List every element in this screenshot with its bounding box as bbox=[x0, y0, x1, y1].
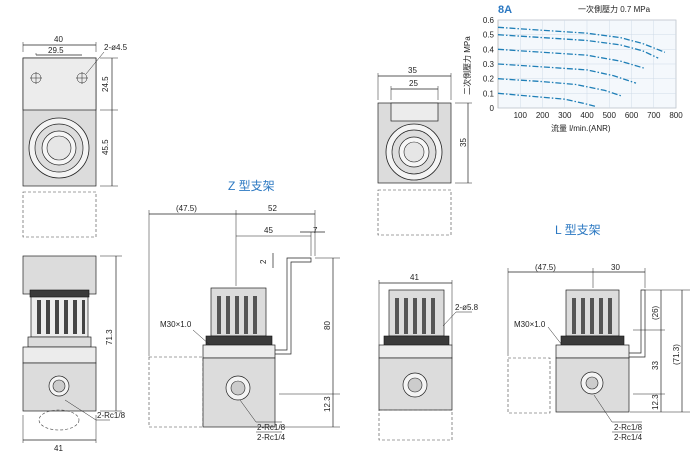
dim-33: 33 bbox=[651, 361, 660, 370]
dim-80: 80 bbox=[323, 321, 332, 330]
dim-45-5: 45.5 bbox=[101, 139, 110, 155]
chart-grid bbox=[497, 19, 677, 109]
chart-series-line bbox=[497, 48, 646, 70]
dim-40: 40 bbox=[54, 35, 63, 44]
dim-52: 52 bbox=[268, 204, 277, 213]
chart-series bbox=[497, 26, 666, 108]
label-m30: M30×1.0 bbox=[160, 320, 192, 329]
chart-x-tick-label: 100 bbox=[514, 111, 528, 120]
dim-29-5: 29.5 bbox=[48, 46, 64, 55]
dim-7: 7 bbox=[313, 226, 318, 235]
chart-x-tick-label: 200 bbox=[536, 111, 550, 120]
chart-y-tick-label: 0.5 bbox=[483, 31, 495, 40]
chart-y-tick-label: 0.4 bbox=[483, 45, 495, 54]
chart-x-tick-label: 400 bbox=[580, 111, 594, 120]
chart-x-tick-label: 500 bbox=[603, 111, 617, 120]
label-rc1-8: 2-Rc1/8 bbox=[257, 423, 286, 432]
chart-x-tick-label: 300 bbox=[558, 111, 572, 120]
chart-y-tick-label: 0.6 bbox=[483, 16, 495, 25]
dim-hole: 2-ø4.5 bbox=[104, 43, 128, 52]
dim-26: (26) bbox=[651, 305, 660, 320]
chart-y-tick-label: 0 bbox=[490, 104, 495, 113]
dim-35-height: 35 bbox=[459, 138, 468, 147]
dim-12-3: 12.3 bbox=[323, 396, 332, 412]
chart-xlabel: 流量 l/min.(ANR) bbox=[551, 123, 611, 133]
l-bracket-title: L 型支架 bbox=[555, 223, 601, 237]
dim-71-3: (71.3) bbox=[672, 344, 681, 365]
label-rc1-4: 2-Rc1/4 bbox=[257, 433, 286, 442]
dim-12-3: 12.3 bbox=[651, 394, 660, 410]
chart-x-tick-label: 700 bbox=[647, 111, 661, 120]
label-rc1-8: 2-Rc1/8 bbox=[97, 411, 126, 420]
dim-71-3: 71.3 bbox=[105, 329, 114, 345]
z-bracket-view: Z 型支架 (47.5) 52 45 7 2 M30×1.0 80 12.3 bbox=[148, 179, 340, 442]
chart-series-line bbox=[497, 78, 623, 97]
bottom-left-front: 71.3 2-Rc1/8 41 bbox=[22, 255, 126, 452]
top-side-view: 35 25 35 bbox=[377, 66, 472, 236]
label-rc1-4: 2-Rc1/4 bbox=[614, 433, 643, 442]
chart-series-line bbox=[497, 34, 659, 59]
l-bracket-view: L 型支架 (47.5) 30 M30×1.0 (26) 33 (71.3) 1 bbox=[507, 223, 690, 442]
chart-legend-label: 一次側壓力 0.7 MPa bbox=[578, 4, 651, 14]
dim-30: 30 bbox=[611, 263, 620, 272]
chart-ticks: 100 200 300 400 500 600 700 800 0 0.1 0.2 0.3 0.4 0.5… bbox=[483, 16, 683, 120]
dim-35-width: 35 bbox=[408, 66, 417, 75]
middle-side-view: 41 2-ø5.8 bbox=[378, 273, 479, 441]
chart-y-tick-label: 0.3 bbox=[483, 60, 495, 69]
chart-x-tick-label: 800 bbox=[669, 111, 683, 120]
dim-2: 2 bbox=[259, 259, 268, 264]
dim-45: 45 bbox=[264, 226, 273, 235]
chart-ylabel: 二次側壓力 MPa bbox=[462, 36, 472, 95]
dim-25: 25 bbox=[409, 79, 418, 88]
flow-chart: 8A 一次側壓力 0.7 MPa 100 200 300 400 500 600 700 80… bbox=[462, 4, 683, 133]
top-front-view: 40 29.5 2-ø4.5 24.5 45.5 bbox=[22, 35, 128, 238]
chart-y-tick-label: 0.1 bbox=[483, 89, 495, 98]
dim-24-5: 24.5 bbox=[101, 76, 110, 92]
dim-41: 41 bbox=[54, 444, 63, 452]
dim-41: 41 bbox=[410, 273, 419, 282]
chart-series-line bbox=[497, 26, 666, 53]
dim-47-5: (47.5) bbox=[535, 263, 556, 272]
label-m30: M30×1.0 bbox=[514, 320, 546, 329]
chart-series-line bbox=[497, 63, 637, 84]
dim-47-5: (47.5) bbox=[176, 204, 197, 213]
chart-x-tick-label: 600 bbox=[625, 111, 639, 120]
label-rc1-8: 2-Rc1/8 bbox=[614, 423, 643, 432]
chart-title: 8A bbox=[498, 4, 512, 16]
chart-y-tick-label: 0.2 bbox=[483, 75, 495, 84]
label-hole-5-8: 2-ø5.8 bbox=[455, 303, 479, 312]
z-bracket-title: Z 型支架 bbox=[228, 179, 275, 193]
